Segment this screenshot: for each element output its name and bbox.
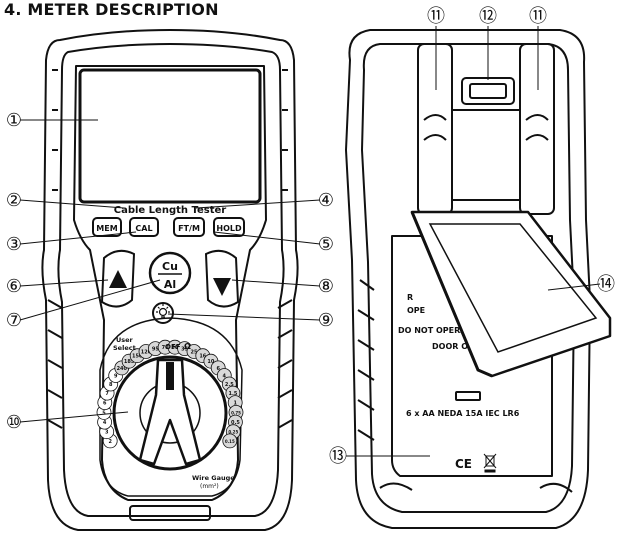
dial-ohm-label: Ω xyxy=(184,342,191,351)
cal-button[interactable]: CAL xyxy=(129,217,159,237)
wire-gauge-label-line1: Wire Gauge xyxy=(192,474,235,482)
callout-markers: ① ② ③ ④ ⑤ ⑥ ⑦ ⑧ ⑨ ⑩ ⑪ ⑫ ⑪ ⑬ ⑭ xyxy=(6,6,615,467)
hold-button-label: HOLD xyxy=(216,224,242,233)
dial-position-label: 8 xyxy=(109,382,113,388)
dial-position-marker xyxy=(222,433,238,449)
back-meter xyxy=(345,29,591,529)
front-leader-lines xyxy=(19,119,321,423)
callout-6: ⑥ xyxy=(6,276,22,297)
down-arrow-icon xyxy=(213,278,231,296)
callout-11-right: ⑪ xyxy=(529,6,547,27)
dial-position-label: 4 xyxy=(223,374,227,380)
dial-position-label: 6 xyxy=(103,401,107,407)
dial-off-label: OFF xyxy=(165,343,181,351)
callout-2: ② xyxy=(6,190,22,211)
callout-3: ③ xyxy=(6,234,22,255)
warning-fragment-2: OPE xyxy=(407,306,425,315)
callout-9: ⑨ xyxy=(318,310,334,331)
callout-14: ⑭ xyxy=(597,274,615,295)
callout-1: ① xyxy=(6,110,22,131)
down-arrow-button[interactable] xyxy=(204,249,240,308)
rotary-dial-area xyxy=(99,317,243,497)
front-bumper xyxy=(41,29,299,531)
lightbulb-icon xyxy=(156,304,170,318)
callout-12: ⑫ xyxy=(479,6,497,27)
up-arrow-icon xyxy=(109,270,127,288)
battery-door[interactable] xyxy=(410,210,612,378)
dial-position-label: 7 xyxy=(105,391,109,397)
model-label: Cable Length Tester xyxy=(114,205,227,216)
material-al-label: Al xyxy=(164,278,176,291)
dial-position-label: 70 xyxy=(162,345,169,351)
weee-bin-icon xyxy=(483,453,497,473)
back-leader-lines xyxy=(346,26,601,457)
dial-position-label: 25 xyxy=(191,350,198,356)
front-meter xyxy=(41,29,299,531)
dial-position-label: 6 xyxy=(216,366,220,372)
dial-position-label: 1 xyxy=(233,401,237,407)
dial-position-label: 240 xyxy=(117,366,128,372)
user-select-label-line1: User xyxy=(116,336,134,344)
back-bumper xyxy=(345,29,591,529)
dial-position-label: 1.5 xyxy=(228,391,237,397)
dial-position-label: 50 xyxy=(171,345,178,351)
ce-mark: CE xyxy=(455,457,472,471)
dial-position-label: 185 xyxy=(124,359,135,365)
cal-button-label: CAL xyxy=(135,224,152,233)
warning-fragment-1: R xyxy=(407,293,413,302)
hold-button[interactable]: HOLD xyxy=(213,217,245,237)
dial-position-label: 10 xyxy=(207,359,214,365)
dial-position-label: 0.15 xyxy=(225,439,235,444)
up-arrow-button[interactable] xyxy=(100,249,136,308)
dial-position-label: 5 xyxy=(102,410,106,416)
dial-position-label: 4 xyxy=(103,420,107,426)
dial-position-label: 150 xyxy=(132,354,143,360)
warning-line: DO NOT OPERATE xyxy=(398,326,477,335)
mem-button-label: MEM xyxy=(96,224,117,233)
callout-10: ⑩ xyxy=(6,412,22,433)
dial-position-label: 3 xyxy=(105,430,109,436)
callout-4: ④ xyxy=(318,190,334,211)
warning-line-2: DOOR OPEN. xyxy=(432,342,489,351)
user-select-label-line2: Select xyxy=(113,344,136,352)
lcd-display xyxy=(78,68,262,204)
rotary-switch[interactable] xyxy=(112,355,228,471)
dial-position-label: 120 xyxy=(141,350,152,356)
section-title: 4. METER DESCRIPTION xyxy=(4,0,219,19)
ftm-button-label: FT/M xyxy=(178,224,200,233)
callout-8: ⑧ xyxy=(318,276,334,297)
dial-position-label: 95 xyxy=(152,347,159,353)
callout-13: ⑬ xyxy=(329,446,347,467)
dial-position-label: 0.25 xyxy=(228,430,238,435)
wire-gauge-label-line2: (mm²) xyxy=(200,483,219,490)
callout-11-left: ⑪ xyxy=(427,6,445,27)
dial-position-label: 0.5 xyxy=(231,420,240,426)
dial-position-label: 16 xyxy=(199,354,206,360)
dial-position-label: 2 xyxy=(108,439,112,445)
dial-position-label: 35 xyxy=(181,347,188,353)
battery-compartment xyxy=(391,235,553,477)
cu-al-button[interactable]: Cu Al xyxy=(148,251,192,295)
material-cu-label: Cu xyxy=(162,260,178,273)
ftm-button[interactable]: FT/M xyxy=(173,217,205,237)
backlight-button[interactable] xyxy=(152,302,174,324)
callout-7: ⑦ xyxy=(6,310,22,331)
callout-5: ⑤ xyxy=(318,234,334,255)
battery-spec: 6 x AA NEDA 15A IEC LR6 xyxy=(406,409,520,418)
dial-position-label: 9 xyxy=(114,374,118,380)
dial-position-label: 2.5 xyxy=(225,382,234,388)
dial-position-label: 0.75 xyxy=(231,410,241,415)
mem-button[interactable]: MEM xyxy=(92,217,122,237)
